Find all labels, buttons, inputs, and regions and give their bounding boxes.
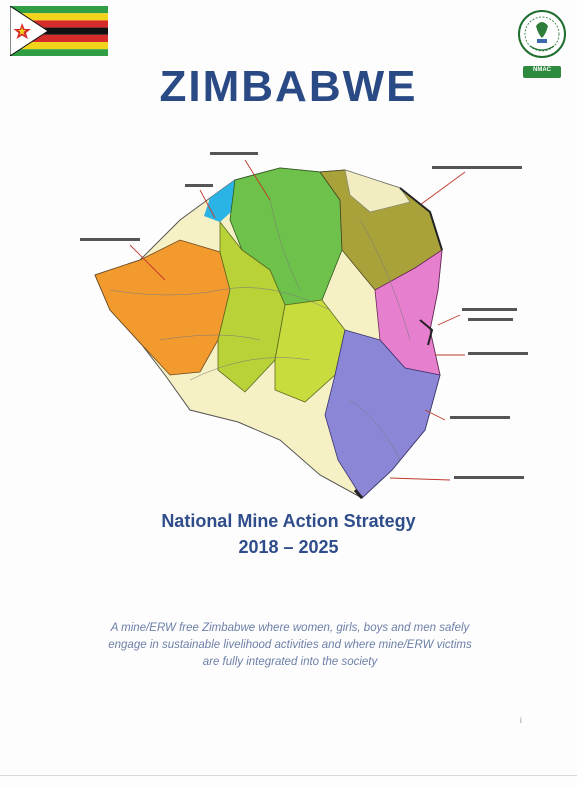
organisation-emblem-icon xyxy=(515,8,569,84)
strategy-title: National Mine Action Strategy xyxy=(161,511,416,531)
page-bottom-divider xyxy=(0,775,577,776)
vision-line: are fully integrated into the society xyxy=(202,656,378,668)
vision-line: engage in sustainable livelihood activit… xyxy=(108,639,472,651)
zimbabwe-map-illustration xyxy=(70,140,540,505)
page-number: i xyxy=(520,716,522,725)
strategy-years: 2018 – 2025 xyxy=(238,537,339,557)
strategy-heading: National Mine Action Strategy 2018 – 202… xyxy=(0,508,577,560)
page-title: ZIMBABWE xyxy=(159,62,418,111)
vision-line: A mine/ERW free Zimbabwe where women, gi… xyxy=(110,622,470,634)
zimbabwe-flag-icon xyxy=(10,6,108,56)
emblem-label: NMAC xyxy=(533,67,551,73)
vision-statement: A mine/ERW free Zimbabwe where women, gi… xyxy=(60,620,520,671)
